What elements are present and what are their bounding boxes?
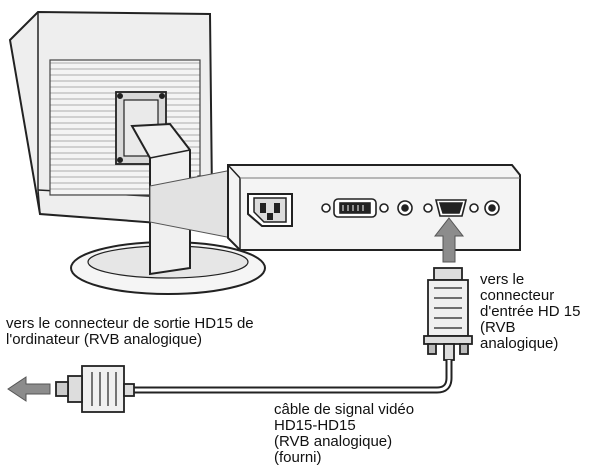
monitor-rear [8, 10, 266, 295]
monitor-cable-plug [423, 267, 473, 361]
audio-port-icon [397, 200, 413, 216]
monitor-input-label: vers le connecteur d'entrée HD 15 (RVB a… [480, 271, 581, 352]
aux-port-icon [484, 200, 500, 216]
signal-cable [130, 360, 453, 394]
arrow-left-icon [7, 376, 51, 402]
power-socket-icon [247, 193, 293, 227]
computer-output-label: vers le connecteur de sortie HD15 de l'o… [6, 315, 254, 348]
hd15-port-icon [423, 199, 479, 217]
computer-cable-plug [55, 365, 135, 413]
cable-label: câble de signal vidéo HD15-HD15 (RVB ana… [274, 401, 415, 466]
dvi-port-icon [321, 198, 389, 218]
arrow-up-icon [433, 217, 465, 263]
